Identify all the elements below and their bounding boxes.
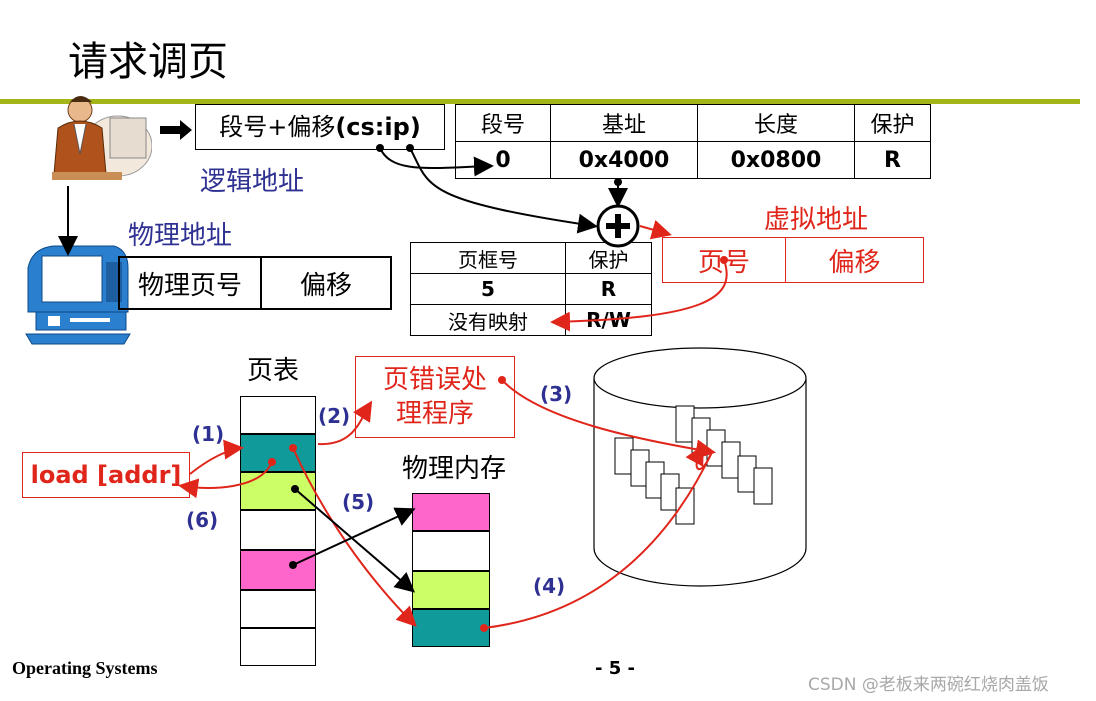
right-arrow-icon (160, 120, 192, 140)
page-table-entry-6 (240, 628, 316, 666)
page-fault-handler-box: 页错误处 理程序 (355, 356, 515, 438)
page-table-entry-0 (240, 396, 316, 434)
step-3-label: (3) (540, 382, 573, 406)
page-table-entry-1 (240, 434, 316, 472)
physical-address-table: 物理页号 偏移 (118, 256, 392, 310)
page-table-entry-2 (240, 472, 316, 510)
page-table-entry-3 (240, 510, 316, 550)
virtual-address-table: 页号 偏移 (662, 237, 924, 283)
seg-cell-base: 0x4000 (550, 141, 698, 179)
pt-cell-frame-2: 没有映射 (410, 304, 566, 336)
physical-page-number: 物理页号 (118, 256, 262, 310)
step-2-label: (2) (318, 404, 351, 428)
pt-header-frame: 页框号 (410, 242, 566, 274)
page-fault-handler-line1: 页错误处 (382, 365, 487, 395)
page-title: 请求调页 (68, 39, 228, 85)
person-at-desk-icon (52, 96, 152, 180)
page-table-label: 页表 (247, 356, 300, 386)
step-1-label: (1) (192, 422, 225, 446)
logical-address-label: 逻辑地址 (200, 167, 305, 197)
seg-header-protect: 保护 (854, 104, 931, 142)
step-4-label: (4) (533, 574, 566, 598)
seg-cell-length: 0x0800 (697, 141, 855, 179)
plus-icon (596, 204, 640, 248)
physical-address-label: 物理地址 (128, 221, 233, 251)
title-rule (0, 99, 1080, 104)
logical-address-register: (cs:ip) (335, 113, 421, 141)
logical-address-box: 段号+偏移(cs:ip) (195, 104, 445, 150)
step-5-label: (5) (342, 490, 375, 514)
footer-course-name: Operating Systems (12, 658, 158, 678)
seg-cell-protect: R (854, 141, 931, 179)
memory-frame-0 (412, 493, 490, 531)
seg-header-base: 基址 (550, 104, 698, 142)
page-fault-handler-line2: 理程序 (395, 399, 474, 429)
pt-header-protect: 保护 (565, 242, 652, 274)
load-instruction-box: load [addr] (22, 452, 190, 498)
footer-page-number: - 5 - (595, 658, 635, 679)
virtual-page-number: 页号 (662, 237, 786, 283)
virtual-offset: 偏移 (785, 237, 924, 283)
memory-frame-1 (412, 531, 490, 571)
logical-address-text: 段号+偏移 (219, 113, 336, 141)
computer-icon (25, 245, 131, 345)
virtual-address-label: 虚拟地址 (764, 205, 869, 235)
page-table-entry-4 (240, 550, 316, 590)
memory-frame-3 (412, 609, 490, 647)
physical-memory-label: 物理内存 (402, 454, 507, 484)
segment-table: 段号 基址 长度 保护 0 0x4000 0x0800 R (455, 104, 931, 179)
step-6-label: (6) (186, 508, 219, 532)
watermark-text: CSDN @老板来两碗红烧肉盖饭 (808, 675, 1049, 695)
seg-cell-segno: 0 (455, 141, 551, 179)
page-table-entry-5 (240, 590, 316, 628)
pt-cell-frame-1: 5 (410, 273, 566, 305)
pt-cell-protect-1: R (565, 273, 652, 305)
physical-offset: 偏移 (260, 256, 392, 310)
disk-cylinder-icon (593, 347, 807, 587)
page-entry-table: 页框号 保护 5 R 没有映射 R/W (410, 242, 652, 336)
